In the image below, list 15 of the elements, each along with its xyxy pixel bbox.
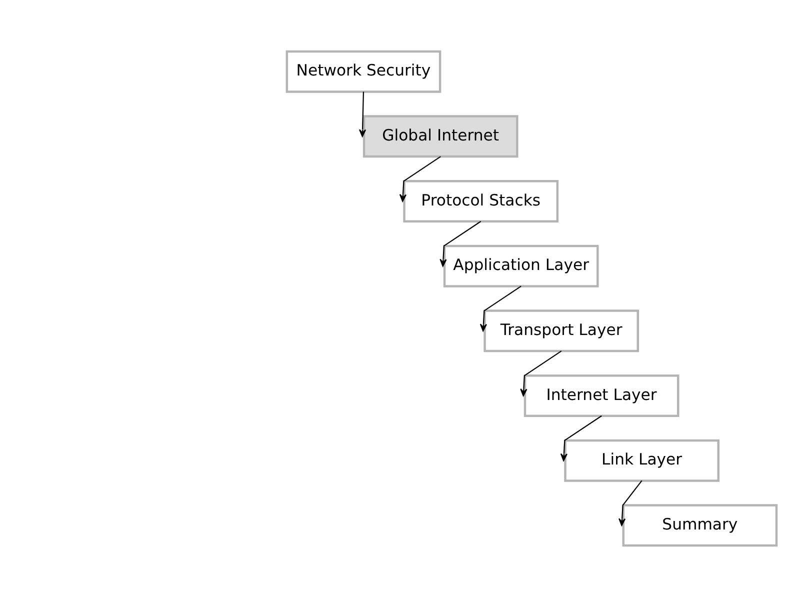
node-box: Summary <box>622 504 778 546</box>
arrow <box>520 350 562 396</box>
node-box: Transport Layer <box>484 309 640 352</box>
arrow <box>399 156 441 202</box>
arrow <box>618 480 642 526</box>
node-box: Internet Layer <box>524 374 680 416</box>
node-box: Network Security <box>286 50 442 92</box>
arrow <box>358 91 366 136</box>
node-box: Application Layer <box>443 244 599 287</box>
arrow <box>440 220 482 266</box>
arrow <box>560 414 602 461</box>
node-box: Link Layer <box>564 438 720 482</box>
node-box: Protocol Stacks <box>403 180 559 222</box>
arrow <box>480 285 522 331</box>
node-box: Global Internet <box>362 114 518 158</box>
